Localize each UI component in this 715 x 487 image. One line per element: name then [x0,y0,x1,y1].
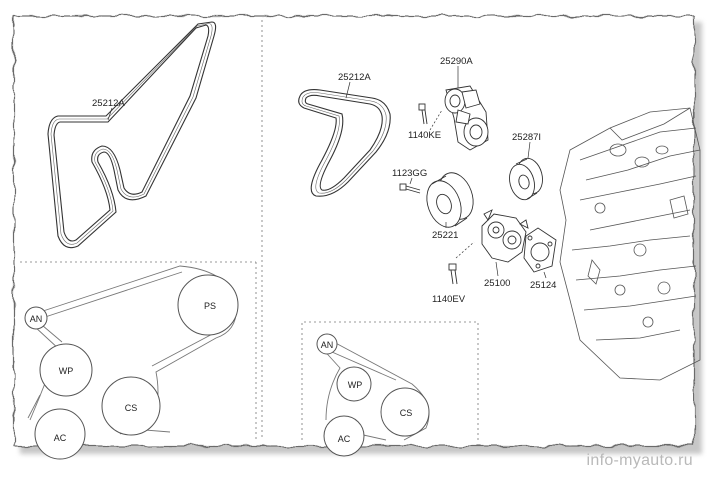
serpentine-belt-right [298,89,391,197]
pulley-cs-right: CS [380,387,430,437]
pulley-ac-right-label: AC [338,434,351,444]
label-bolt-ke: 1140KE [408,130,441,141]
gasket [523,227,557,273]
leader-belt-right [345,81,351,99]
bolt-1123gg [399,183,421,194]
pulley-an-left: AN [24,306,48,330]
pulley-an-right-label: AN [321,340,334,350]
leader-idler-top [527,141,531,159]
serpentine-belt-left [47,21,217,249]
pulley-wp-left-label: WP [59,366,74,376]
pulley-wp-right-label: WP [348,380,363,390]
pulley-an-left-label: AN [30,314,43,324]
pulley-an-right: AN [316,333,338,355]
leader-water-pump [495,261,499,277]
leader-bolt-ev [455,241,475,259]
pulley-cs-right-label: CS [400,408,413,418]
idler-pulley [426,172,474,228]
label-water-pump: 25100 [484,278,510,289]
tensioner-assembly [444,85,489,151]
engine-block [559,107,701,381]
pulley-ac-right: AC [323,415,365,457]
label-belt-left: 25212A [92,98,125,109]
bolt-1140ke [418,103,428,125]
leader-gasket [543,271,547,279]
label-idler: 25221 [432,230,458,241]
pulley-ps-left: PS [177,274,239,336]
pulley-wp-right: WP [336,366,372,402]
label-bolt-gg: 1123GG [392,168,427,179]
label-idler-top: 25287I [512,132,541,143]
pulley-ac-left: AC [34,408,86,460]
pulley-ac-left-label: AC [54,433,67,443]
leader-belt-left [107,107,113,121]
pulley-wp-left: WP [39,343,93,397]
watermark: info-myauto.ru [586,452,693,469]
water-pump [481,209,529,263]
pulley-ps-left-label: PS [204,301,216,311]
idler-pulley-top [509,157,543,201]
label-gasket: 25124 [530,280,556,291]
bolt-1140ev [448,263,458,285]
label-belt-right: 25212A [338,72,371,83]
section-dividers [20,20,479,440]
pulley-cs-left-label: CS [125,403,138,413]
label-tensioner: 25290A [440,56,473,67]
pulley-cs-left: CS [101,376,161,436]
leader-bolt-gg [409,177,413,185]
label-bolt-ev: 1140EV [432,294,466,305]
